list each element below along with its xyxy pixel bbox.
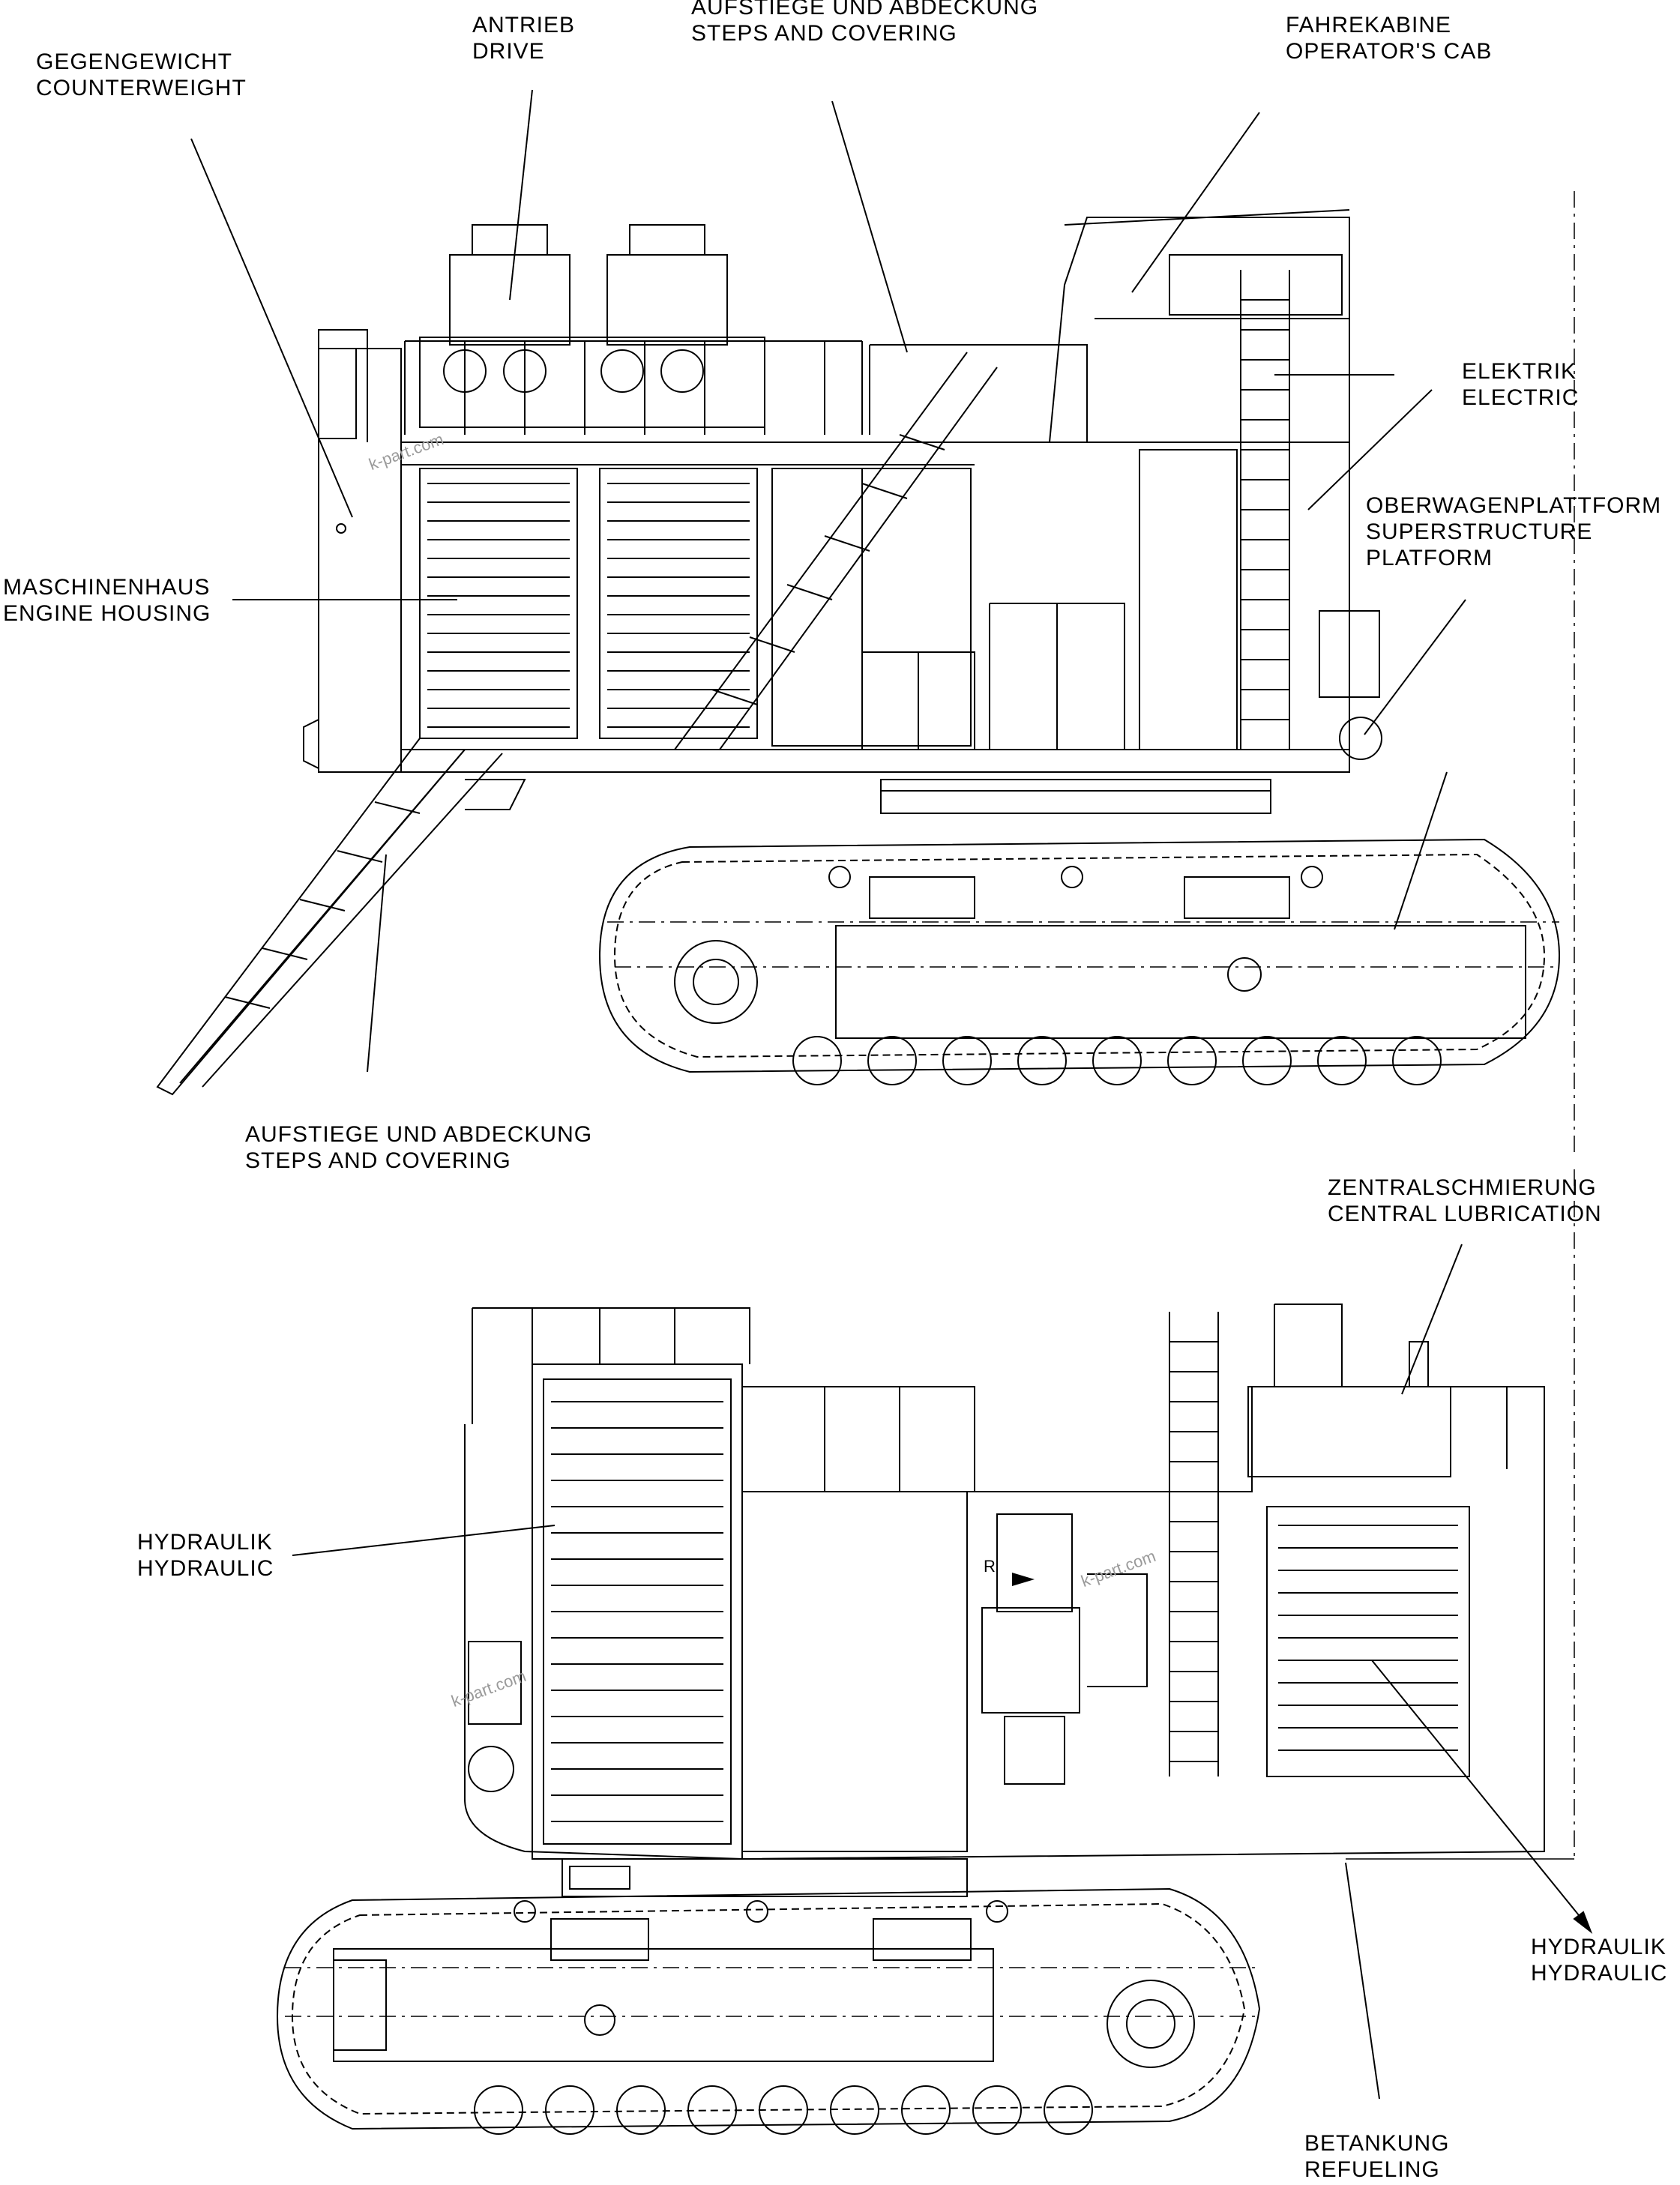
label-drive-de: ANTRIEB [472, 13, 576, 37]
track-roller [830, 2085, 879, 2135]
leader-steps-top [831, 100, 908, 353]
drive-unit-2 [606, 254, 728, 346]
leader-lines [190, 89, 1583, 2100]
arrowhead [1573, 1911, 1593, 1934]
label-refueling: BETANKUNG REFUELING [1304, 2130, 1449, 2183]
track-roller [616, 2085, 666, 2135]
label-central-lube-de: ZENTRALSCHMIERUNG [1328, 1175, 1597, 1200]
drive-sprocket-bottom [1107, 1980, 1195, 2068]
label-electric-en: ELECTRIC [1462, 385, 1580, 410]
label-engine-housing-en: ENGINE HOUSING [3, 601, 211, 626]
label-platform: OBERWAGENPLATTFORM SUPERSTRUCTURE PLATFO… [1366, 492, 1661, 571]
operator-cab [1049, 217, 1350, 443]
track-roller [1392, 1036, 1442, 1085]
label-cab-de: FAHREKABINE [1286, 13, 1452, 37]
label-engine-housing: MASCHINENHAUS ENGINE HOUSING [3, 574, 211, 627]
label-steps-top: AUFSTIEGE UND ABDECKUNG STEPS AND COVERI… [691, 0, 1038, 46]
label-steps-bottom: AUFSTIEGE UND ABDECKUNG STEPS AND COVERI… [245, 1121, 592, 1174]
label-drive-en: DRIVE [472, 39, 545, 64]
leader-refueling [1345, 1862, 1380, 2100]
label-platform-en2: PLATFORM [1366, 546, 1493, 570]
access-ladder [1169, 1312, 1219, 1776]
center-body-panel [741, 1491, 968, 1852]
label-hydraulic-left-de: HYDRAULIK [137, 1530, 273, 1555]
leader-steps-bottom [367, 854, 387, 1073]
track-roller [792, 1036, 842, 1085]
label-hydraulic-right-de: HYDRAULIK [1531, 1935, 1667, 1959]
machine-side-view-top [156, 209, 1561, 1096]
label-drive: ANTRIEB DRIVE [472, 12, 575, 64]
track-roller [687, 2085, 737, 2135]
label-central-lube-en: CENTRAL LUBRICATION [1328, 1202, 1602, 1226]
slewing-ring-bottom [561, 1858, 968, 1897]
track-roller [1242, 1036, 1292, 1085]
track-roller [1092, 1036, 1142, 1085]
marker-r: R [984, 1557, 996, 1576]
leader-counterweight [190, 138, 353, 518]
slewing-ring [880, 779, 1271, 814]
track-roller [1317, 1036, 1367, 1085]
marker-r-arrow [1012, 1573, 1035, 1586]
right-hydraulic-cooler [1266, 1506, 1470, 1777]
roof-stair [674, 352, 998, 750]
track-roller [901, 2085, 951, 2135]
leader-central-lube [1401, 1244, 1463, 1395]
track-roller [759, 2085, 808, 2135]
track-roller [867, 1036, 917, 1085]
label-counterweight-en: COUNTERWEIGHT [36, 76, 247, 100]
leader-drive [509, 89, 533, 301]
label-platform-de: OBERWAGENPLATTFORM [1366, 493, 1662, 518]
track-roller [1167, 1036, 1217, 1085]
label-counterweight-de: GEGENGEWICHT [36, 49, 233, 74]
track-roller [1017, 1036, 1067, 1085]
label-electric-de: ELEKTRIK [1462, 359, 1577, 384]
leader-platform-2 [1394, 771, 1448, 930]
electric-cabinet [1139, 449, 1238, 750]
leader-cab [1131, 112, 1260, 293]
label-cab-en: OPERATOR'S CAB [1286, 39, 1493, 64]
drive-sprocket [674, 940, 758, 1024]
leader-platform [1364, 599, 1466, 735]
label-hydraulic-right: HYDRAULIK HYDRAULIC [1531, 1934, 1667, 1986]
label-platform-en: SUPERSTRUCTURE [1366, 519, 1593, 544]
leader-hydraulic-left [292, 1525, 556, 1556]
label-electric: ELEKTRIK ELECTRIC [1462, 358, 1579, 411]
label-refueling-en: REFUELING [1304, 2157, 1440, 2182]
label-cab: FAHREKABINE OPERATOR'S CAB [1286, 12, 1492, 64]
track-roller [942, 1036, 992, 1085]
label-refueling-de: BETANKUNG [1304, 2131, 1450, 2156]
track-roller [545, 2085, 594, 2135]
label-hydraulic-left: HYDRAULIK HYDRAULIC [137, 1529, 274, 1582]
label-hydraulic-left-en: HYDRAULIC [137, 1556, 274, 1581]
crawler-track-top-view [598, 838, 1561, 1073]
track-roller [972, 2085, 1022, 2135]
machine-side-view-bottom [276, 1304, 1545, 2135]
leader-hydraulic-right [1371, 1660, 1583, 1920]
label-steps-top-de: AUFSTIEGE UND ABDECKUNG [691, 0, 1039, 19]
track-roller [1044, 2085, 1093, 2135]
label-central-lube: ZENTRALSCHMIERUNG CENTRAL LUBRICATION [1328, 1175, 1602, 1227]
track-roller [474, 2085, 523, 2135]
crawler-track-bottom-view [276, 1887, 1261, 2130]
lubrication-tank [1247, 1386, 1451, 1477]
radiator-grille-1 [419, 468, 578, 739]
label-counterweight: GEGENGEWICHT COUNTERWEIGHT [36, 49, 247, 101]
label-steps-bottom-de: AUFSTIEGE UND ABDECKUNG [245, 1122, 593, 1147]
label-engine-housing-de: MASCHINENHAUS [3, 575, 211, 600]
label-steps-top-en: STEPS AND COVERING [691, 21, 957, 46]
leader-electric [1307, 389, 1433, 510]
label-steps-bottom-en: STEPS AND COVERING [245, 1148, 511, 1173]
label-hydraulic-right-en: HYDRAULIC [1531, 1961, 1668, 1986]
radiator-grille-2 [599, 468, 758, 739]
counterweight-shape [318, 348, 402, 773]
entrance-ladder [156, 738, 466, 1096]
